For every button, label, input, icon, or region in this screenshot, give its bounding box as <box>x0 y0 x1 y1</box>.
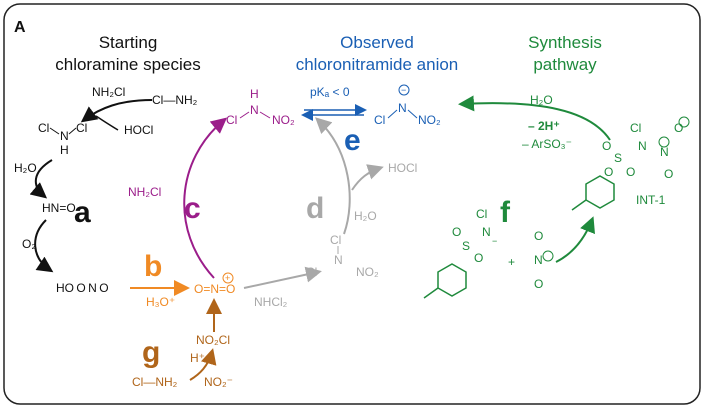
molecule-peroxynitrite: HO O N O <box>56 281 109 295</box>
step-a: a <box>74 196 91 229</box>
int1-n: N <box>638 139 647 153</box>
arrow-hocl-out <box>351 164 384 191</box>
int1-cl: Cl <box>630 121 641 135</box>
f-cl: Cl <box>476 207 487 221</box>
int1-o2: O <box>604 165 613 179</box>
header-synthesis-1: Synthesis <box>528 33 602 52</box>
d-no2: NO₂ <box>356 265 379 279</box>
reagent-h2o-d: H₂O <box>354 209 377 223</box>
d-n: N <box>334 253 343 267</box>
int1-no2-o1: O <box>674 121 683 135</box>
int1-o3: O <box>626 165 635 179</box>
int1-o: O <box>602 139 611 153</box>
arrow-synthesis <box>458 95 611 141</box>
dichloramine-cl2: Cl <box>76 121 87 135</box>
int1-ring <box>585 175 615 209</box>
bond-cl-n-c <box>239 111 250 119</box>
reagent-minus-arso3: – ArSO₃⁻ <box>522 137 572 151</box>
anion-charge-sign: − <box>401 85 406 95</box>
anion-no2: NO₂ <box>418 113 441 127</box>
no2plus-charge <box>222 272 234 284</box>
molecule-hno: HN=O <box>42 201 76 215</box>
no2plus-charge-sign: + <box>225 273 230 283</box>
bond-dcl-2 <box>68 127 77 135</box>
header-observed-1: Observed <box>340 33 414 52</box>
arrow-c <box>183 117 228 279</box>
f-o1: O <box>452 225 461 239</box>
f-s: S <box>462 239 470 253</box>
no2plus-f-n: N <box>534 253 543 267</box>
step-f: f <box>500 196 511 229</box>
arrow-to-hno <box>29 159 53 199</box>
f-o2: O <box>474 251 483 265</box>
clnhno2-no2: NO₂ <box>272 113 295 127</box>
dichloramine-cl1: Cl <box>38 121 49 135</box>
step-d: d <box>306 192 324 225</box>
d-cl-top: Cl <box>330 233 341 247</box>
int1-no2-n: N <box>660 145 669 159</box>
bond-anion-2 <box>407 109 418 119</box>
int1-minus <box>678 116 690 128</box>
no2plus-f-o1: O <box>534 229 543 243</box>
arrow-f <box>555 216 595 263</box>
arrow-to-peroxynitrite <box>34 219 54 273</box>
bond-dcl-1 <box>49 127 60 135</box>
anion-n: N <box>398 101 407 115</box>
plus-sign-f: + <box>508 255 515 269</box>
int1-no2-o2: O <box>664 167 673 181</box>
panel-label: A <box>14 19 26 36</box>
dichloramine-n: N <box>60 129 69 143</box>
anion-cl: Cl <box>374 113 385 127</box>
d-cl: Cl <box>306 265 317 279</box>
arrow-hocl-branch <box>95 115 119 131</box>
molecule-cl-nh2: Cl—NH₂ <box>152 93 198 107</box>
reagent-o2: O₂ <box>22 237 36 251</box>
reagent-nh2cl-c: NH₂Cl <box>128 185 161 199</box>
step-e: e <box>344 124 361 157</box>
clnhno2-h: H <box>250 87 259 101</box>
f-n: N <box>482 225 491 239</box>
arrow-to-dichloramine <box>80 99 153 123</box>
step-b: b <box>144 250 162 283</box>
bond-anion-1 <box>387 109 398 119</box>
molecule-clnh2-g: Cl—NH₂ <box>132 375 178 389</box>
f-ring <box>437 263 467 297</box>
clnhno2-n: N <box>250 103 259 117</box>
no2plus-f-o2: O <box>534 277 543 291</box>
reagent-h2o-left: H₂O <box>14 161 37 175</box>
dichloramine-h: H <box>60 143 69 157</box>
reagent-nh2cl-top: NH₂Cl <box>92 85 125 99</box>
arrow-d <box>315 117 351 235</box>
reagent-h2o-syn: H₂O <box>530 93 553 107</box>
f-methyl <box>423 287 439 299</box>
clnhno2-cl: Cl <box>226 113 237 127</box>
molecule-no2plus: O=N=O <box>194 282 235 296</box>
header-starting-2: chloramine species <box>55 55 201 74</box>
reagent-minus-2h: – 2H⁺ <box>528 119 560 133</box>
header-starting-1: Starting <box>99 33 158 52</box>
reagent-hocl-left: HOCl <box>124 123 153 137</box>
no2plus-f-charge <box>542 250 554 262</box>
reagent-no2minus: NO₂⁻ <box>204 375 233 389</box>
int1-plus <box>658 136 670 148</box>
bond-n-no2-c <box>259 111 271 119</box>
reagent-hocl-right: HOCl <box>388 161 417 175</box>
header-synthesis-2: pathway <box>533 55 597 74</box>
arrow-nhcl2 <box>243 266 322 289</box>
reagent-hplus: H⁺ <box>190 351 205 365</box>
header-observed-2: chloronitramide anion <box>296 55 459 74</box>
int1-s: S <box>614 151 622 165</box>
reagent-pka: pKₐ < 0 <box>310 85 350 99</box>
int1-label: INT-1 <box>636 193 666 207</box>
reagent-h3o: H₃O⁺ <box>146 295 175 309</box>
molecule-no2cl: NO₂Cl <box>196 333 230 347</box>
step-c: c <box>184 192 201 225</box>
int1-methyl <box>571 199 587 211</box>
anion-charge <box>398 84 410 96</box>
f-charge: − <box>492 236 497 246</box>
arrow-g <box>189 348 217 381</box>
step-g: g <box>142 336 160 369</box>
reagent-nhcl2: NHCl₂ <box>254 295 288 309</box>
